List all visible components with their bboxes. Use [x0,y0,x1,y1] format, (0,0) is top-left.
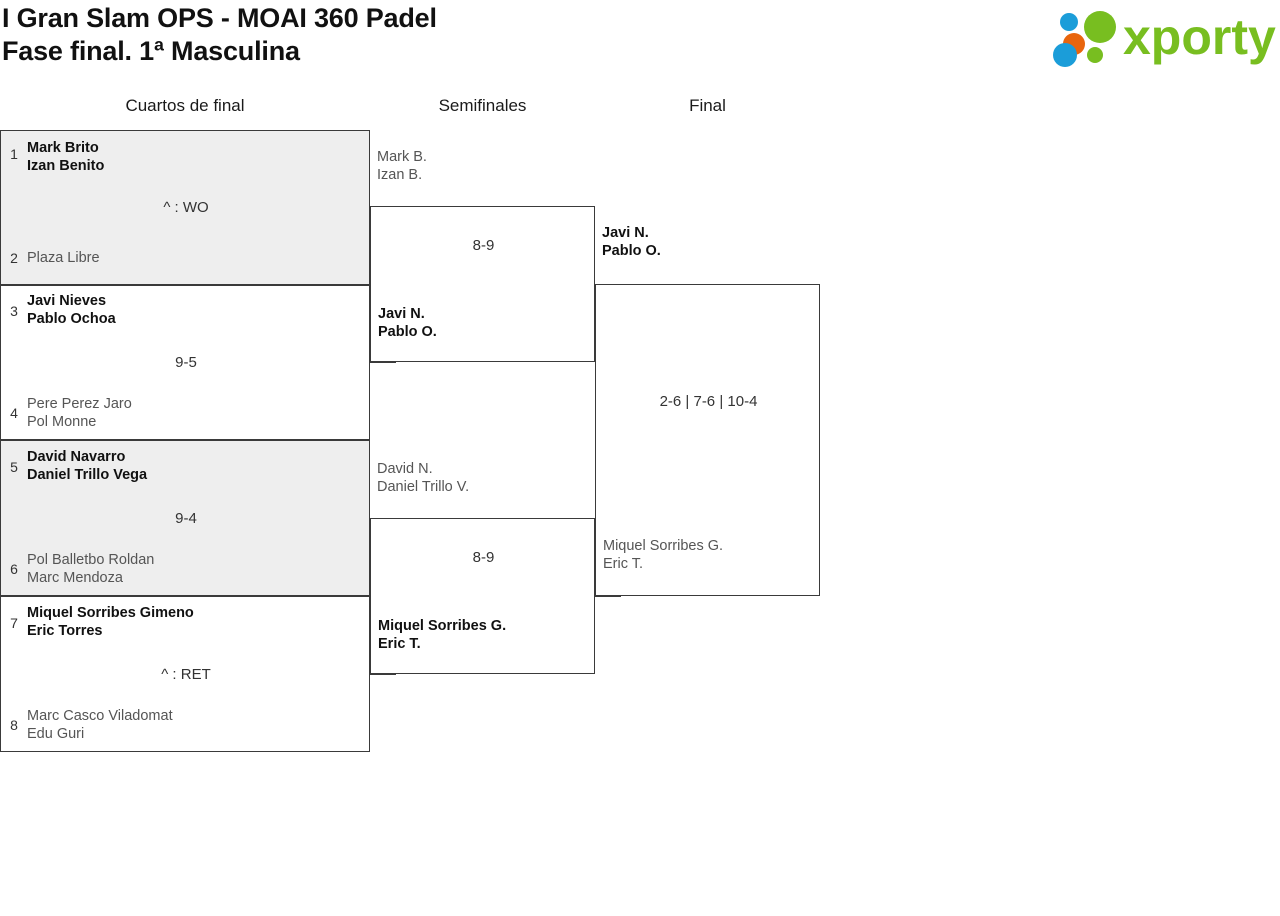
player-name: Marc Mendoza [27,570,123,586]
logo-dot-blue-top [1060,13,1078,31]
player-name: Javi N. [378,306,425,322]
seed-number: 5 [10,459,18,475]
xporty-logo[interactable]: xporty [1048,6,1280,68]
player-name: Daniel Trillo V. [377,479,470,495]
player-name: Eric T. [603,556,644,572]
match-score: ^ : WO [163,199,209,216]
page-header: I Gran Slam OPS - MOAI 360 Padel Fase fi… [0,0,1280,88]
team-top: Mark Brito Izan Benito [27,139,104,175]
connector-qf2 [370,362,396,363]
player-name: Izan B. [377,167,423,183]
connector-qf4 [370,674,396,675]
player-name: Izan Benito [27,158,105,174]
match-sf-1[interactable]: 8-9 Javi N. Pablo O. [370,206,595,362]
player-name: Plaza Libre [27,250,100,266]
team-bottom: Plaza Libre [27,249,100,267]
match-qf-3[interactable]: 5 David Navarro Daniel Trillo Vega 9-4 6… [0,440,370,596]
player-name: Javi Nieves [27,293,107,309]
player-name: Mark Brito [27,140,99,156]
match-score: 9-4 [175,510,197,527]
player-name: Mark B. [377,149,427,165]
column-header-final: Final [689,96,726,115]
player-name: Miquel Sorribes G. [378,618,507,634]
match-score: 8-9 [472,549,495,566]
logo-dot-blue-bottom [1053,43,1077,67]
team-bottom: Miquel Sorribes G. Eric T. [603,537,723,573]
player-name: David N. [377,461,433,477]
team-top: David Navarro Daniel Trillo Vega [27,448,147,484]
logo-wordmark: xporty [1123,9,1276,65]
column-header-quarterfinals: Cuartos de final [125,96,245,115]
sf-2-team-top: David N. Daniel Trillo V. [377,460,469,496]
seed-number: 8 [10,717,18,733]
seed-number: 6 [10,561,18,577]
logo-dot-green-large [1084,11,1116,43]
player-name: Miquel Sorribes G. [603,538,724,554]
match-qf-1[interactable]: 1 Mark Brito Izan Benito ^ : WO 2 Plaza … [0,130,370,285]
player-name: Marc Casco Viladomat [27,708,173,724]
player-name: Pablo O. [602,243,661,259]
connector-sf2 [595,596,621,597]
final-team-top: Javi N. Pablo O. [602,224,661,260]
match-score: 8-9 [472,237,495,254]
team-bottom: Marc Casco Viladomat Edu Guri [27,707,173,743]
team-top: Javi Nieves Pablo Ochoa [27,292,116,328]
seed-number: 4 [10,405,18,421]
player-name: Daniel Trillo Vega [27,467,148,483]
team-top: Miquel Sorribes Gimeno Eric Torres [27,604,194,640]
match-sf-2[interactable]: 8-9 Miquel Sorribes G. Eric T. [370,518,595,674]
seed-number: 7 [10,615,18,631]
seed-number: 3 [10,303,18,319]
player-name: Pablo Ochoa [27,311,116,327]
tournament-phase: Fase final. 1ª Masculina [2,36,300,66]
sf-1-team-top: Mark B. Izan B. [377,148,427,184]
page-title: I Gran Slam OPS - MOAI 360 Padel Fase fi… [2,2,437,68]
player-name: Eric Torres [27,623,103,639]
player-name: Pol Monne [27,414,97,430]
match-qf-4[interactable]: 7 Miquel Sorribes Gimeno Eric Torres ^ :… [0,596,370,752]
player-name: Pere Perez Jaro [27,396,132,412]
match-qf-2[interactable]: 3 Javi Nieves Pablo Ochoa 9-5 4 Pere Per… [0,285,370,440]
match-score: ^ : RET [161,666,211,683]
player-name: Pablo O. [378,324,437,340]
match-score: 2-6 | 7-6 | 10-4 [659,393,758,410]
tournament-name: I Gran Slam OPS - MOAI 360 Padel [2,3,437,33]
player-name: David Navarro [27,449,126,465]
team-bottom: Javi N. Pablo O. [378,305,437,341]
player-name: Eric T. [378,636,421,652]
match-final[interactable]: 2-6 | 7-6 | 10-4 Miquel Sorribes G. Eric… [595,284,820,596]
team-bottom: Pere Perez Jaro Pol Monne [27,395,132,431]
match-score: 9-5 [175,354,197,371]
xporty-logo-svg: xporty [1053,9,1276,67]
seed-number: 1 [10,146,18,162]
player-name: Javi N. [602,225,649,241]
player-name: Pol Balletbo Roldan [27,552,155,568]
column-header-semifinals: Semifinales [438,96,527,115]
player-name: Edu Guri [27,726,85,742]
team-bottom: Pol Balletbo Roldan Marc Mendoza [27,551,154,587]
player-name: Miquel Sorribes Gimeno [27,605,194,621]
team-bottom: Miquel Sorribes G. Eric T. [378,617,506,653]
seed-number: 2 [10,250,18,266]
logo-dot-green-small [1087,47,1103,63]
